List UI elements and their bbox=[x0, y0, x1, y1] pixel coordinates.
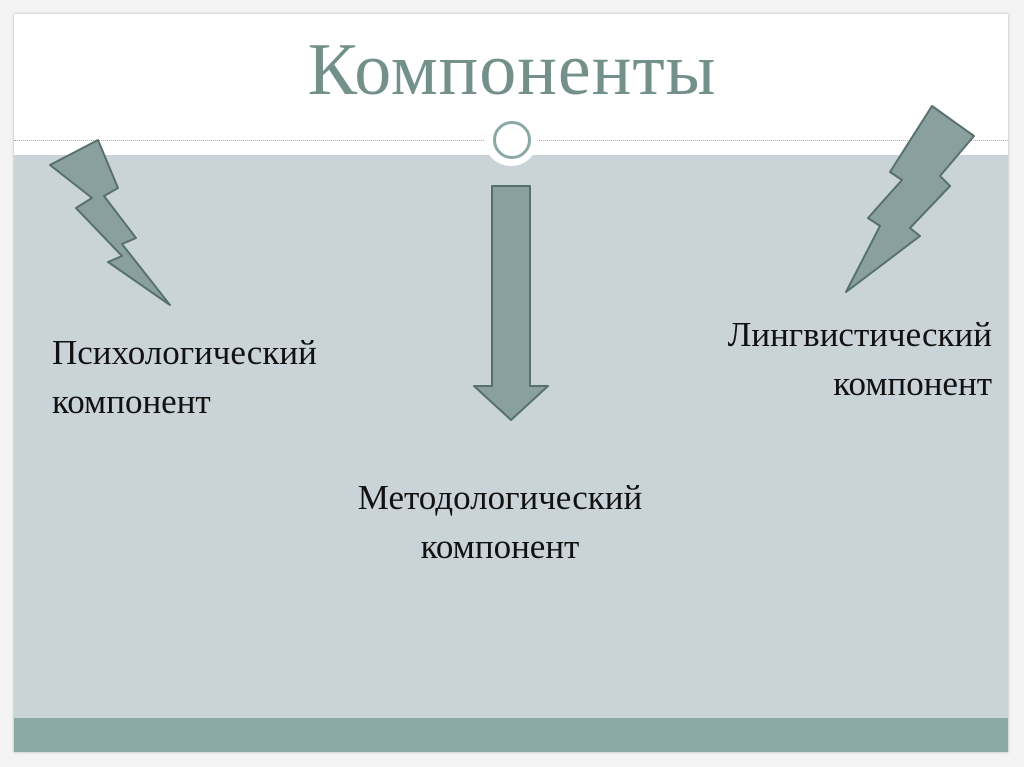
linguistic-line1: Лингвистический bbox=[727, 315, 992, 354]
psychological-component-label: Психологический компонент bbox=[52, 328, 317, 426]
lightning-bolt-left-icon bbox=[49, 139, 171, 306]
methodological-line1: Методологический bbox=[357, 478, 643, 517]
footer-bar bbox=[14, 718, 1008, 752]
lightning-bolt-right-icon bbox=[845, 105, 975, 293]
methodological-line2: компонент bbox=[420, 527, 580, 566]
linguistic-component-label: Лингвистический компонент bbox=[728, 310, 992, 408]
psychological-line2: компонент bbox=[52, 382, 211, 421]
methodological-component-label: Методологический компонент bbox=[300, 473, 700, 571]
slide-title: Компоненты bbox=[307, 29, 717, 111]
linguistic-line2: компонент bbox=[833, 364, 992, 403]
down-arrow-icon bbox=[473, 185, 549, 421]
ring-inner bbox=[493, 121, 531, 159]
ring-icon bbox=[484, 112, 538, 166]
psychological-line1: Психологический bbox=[52, 333, 317, 372]
